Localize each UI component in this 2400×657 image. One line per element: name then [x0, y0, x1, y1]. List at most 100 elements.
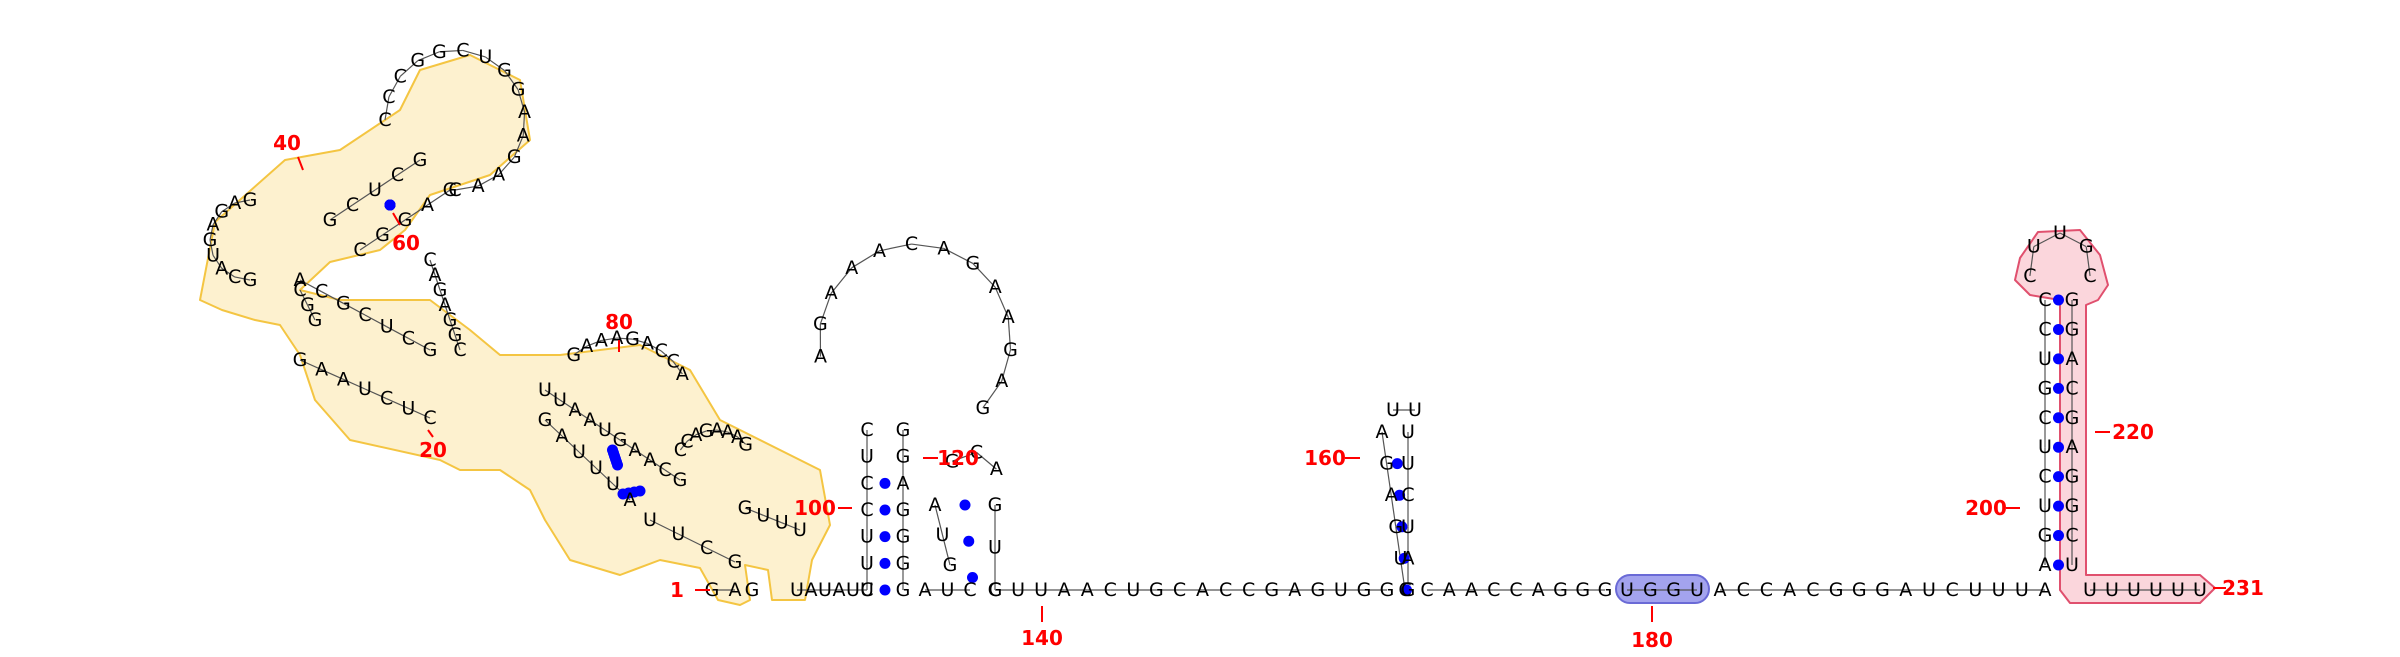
nucleotide: U [846, 579, 860, 601]
nucleotide: A [556, 425, 569, 447]
nucleotide: C [2038, 407, 2051, 429]
nucleotide: G [243, 269, 258, 291]
nucleotide: U [2065, 554, 2079, 576]
nucleotide: C [346, 194, 359, 216]
nucleotide: U [2193, 579, 2207, 601]
nucleotide: C [391, 164, 404, 186]
nucleotide: A [1532, 579, 1545, 601]
nucleotide: G [1003, 339, 1018, 361]
position-label: 120 [937, 446, 979, 470]
nucleotide: G [896, 552, 911, 574]
nucleotide: C [423, 407, 436, 429]
nucleotide: G [423, 339, 438, 361]
nucleotide: A [873, 240, 886, 262]
nucleotide: G [1575, 579, 1590, 601]
nucleotide: G [323, 209, 338, 231]
nucleotide: G [511, 79, 526, 101]
nucleotide: U [358, 378, 372, 400]
position-label: 200 [1965, 496, 2007, 520]
nucleotide: A [1288, 579, 1301, 601]
nucleotide: U [941, 579, 955, 601]
nucleotide: C [1946, 579, 1959, 601]
position-label: 80 [605, 310, 633, 334]
nucleotide: G [613, 429, 628, 451]
nucleotide: A [814, 346, 827, 368]
base-pair-dot [880, 558, 891, 569]
nucleotide: G [988, 494, 1003, 516]
nucleotide: A [676, 363, 689, 385]
nucleotide: A [1465, 579, 1478, 601]
base-pair-dot [2053, 442, 2064, 453]
base-pair-dot [2053, 501, 2064, 512]
nucleotide: U [860, 579, 874, 601]
nucleotide: U [1126, 579, 1140, 601]
nucleotide: U [1386, 399, 1400, 421]
nucleotide: U [589, 457, 603, 479]
base-pair-dot [2053, 471, 2064, 482]
nucleotide: U [2171, 579, 2185, 601]
nucleotide: A [995, 370, 1008, 392]
nucleotide: U [2053, 222, 2067, 244]
nucleotide: G [1553, 579, 1568, 601]
nucleotide: A [1402, 547, 1415, 569]
nucleotide: G [1380, 579, 1395, 601]
nucleotide: G [943, 554, 958, 576]
nucleotide: U [1620, 579, 1634, 601]
nucleotide: G [738, 497, 753, 519]
nucleotide: G [1852, 579, 1867, 601]
nucleotide: U [2027, 236, 2041, 258]
base-pair-dot [880, 478, 891, 489]
nucleotide: C [1487, 579, 1500, 601]
nucleotide: G [2038, 525, 2053, 547]
nucleotide: A [629, 439, 642, 461]
nucleotide: A [2066, 436, 2079, 458]
nucleotide: U [756, 504, 770, 526]
nucleotide: G [2065, 466, 2080, 488]
nucleotide: C [1173, 579, 1186, 601]
nucleotide: A [517, 125, 530, 147]
position-label: 40 [273, 131, 301, 155]
nucleotide: G [896, 419, 911, 441]
nucleotide: A [1058, 579, 1071, 601]
nucleotide: A [518, 101, 531, 123]
nucleotide: A [805, 579, 818, 601]
nucleotide: C [674, 439, 687, 461]
nucleotide: C [402, 327, 415, 349]
nucleotide: A [315, 359, 328, 381]
nucleotide: G [1379, 453, 1394, 475]
nucleotide: A [1783, 579, 1796, 601]
nucleotide: U [860, 446, 874, 468]
nucleotide: U [2083, 579, 2097, 601]
base-pair-dot [2053, 412, 2064, 423]
position-label: 180 [1631, 628, 1673, 652]
nucleotide: A [1196, 579, 1209, 601]
nucleotide: C [2038, 289, 2051, 311]
nucleotide: G [1666, 579, 1681, 601]
nucleotide: A [919, 579, 932, 601]
nucleotide: U [793, 519, 807, 541]
nucleotide: C [1420, 579, 1433, 601]
nucleotide: A [833, 579, 846, 601]
nucleotide: G [497, 60, 512, 82]
nucleotide: G [443, 179, 458, 201]
nucleotide: U [401, 397, 415, 419]
nucleotide: G [1401, 579, 1416, 601]
base-pair-dot [960, 500, 971, 511]
nucleotide: U [2015, 579, 2029, 601]
nucleotide: C [860, 499, 873, 521]
base-pair-dot [880, 505, 891, 516]
nucleotide: G [398, 209, 413, 231]
nucleotide: U [553, 389, 567, 411]
nucleotide: G [966, 252, 981, 274]
nucleotide: U [1401, 421, 1415, 443]
nucleotide: G [293, 349, 308, 371]
base-pair-dot [2053, 324, 2064, 335]
nucleotide: C [963, 579, 976, 601]
nucleotide: A [845, 257, 858, 279]
nucleotide: G [1149, 579, 1164, 601]
base-pair-dot [2053, 353, 2064, 364]
nucleotide: G [2079, 236, 2094, 258]
nucleotide: A [897, 472, 910, 494]
nucleotide: G [2065, 407, 2080, 429]
